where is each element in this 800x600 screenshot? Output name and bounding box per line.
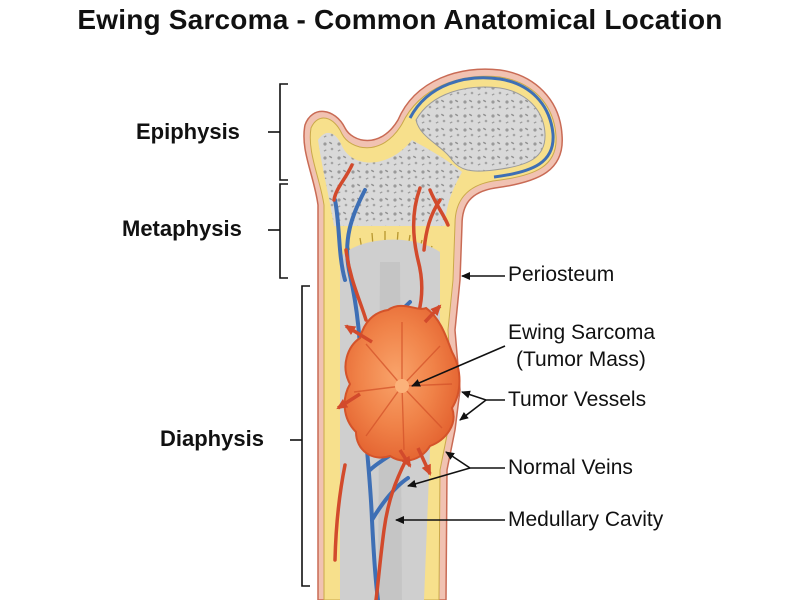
metaphysis-spongy xyxy=(318,132,462,226)
tumor-vessels-pointer-1 xyxy=(461,390,505,401)
medullary-cavity-label: Medullary Cavity xyxy=(508,508,664,531)
diaphysis-label: Diaphysis xyxy=(160,426,264,451)
tumor-label-line1: Ewing Sarcoma xyxy=(508,321,656,344)
annotation-arrows xyxy=(395,272,506,524)
normal-veins-label: Normal Veins xyxy=(508,456,633,479)
normal-veins-pointer-2 xyxy=(407,467,471,488)
metaphysis-label: Metaphysis xyxy=(122,216,242,241)
tumor-vessel-arrows xyxy=(336,304,442,476)
tumor-pointer xyxy=(411,345,506,387)
tumor-label-line2: (Tumor Mass) xyxy=(516,348,646,371)
tumor-vessels-pointer-2 xyxy=(459,399,487,421)
epiphysis-bracket xyxy=(279,83,288,181)
normal-veins-pointer-1 xyxy=(445,451,505,469)
femoral-head-spongy xyxy=(415,86,546,172)
tumor-mass xyxy=(343,305,461,462)
tumor-vessels-label: Tumor Vessels xyxy=(508,388,647,411)
epiphysis-label: Epiphysis xyxy=(136,119,240,144)
periosteum-label: Periosteum xyxy=(508,263,615,286)
region-brackets xyxy=(268,83,310,587)
diaphysis-bracket xyxy=(301,285,310,587)
metaphysis-bracket xyxy=(279,183,288,279)
articular-surface xyxy=(408,76,555,179)
page-title: Ewing Sarcoma - Common Anatomical Locati… xyxy=(77,4,723,35)
